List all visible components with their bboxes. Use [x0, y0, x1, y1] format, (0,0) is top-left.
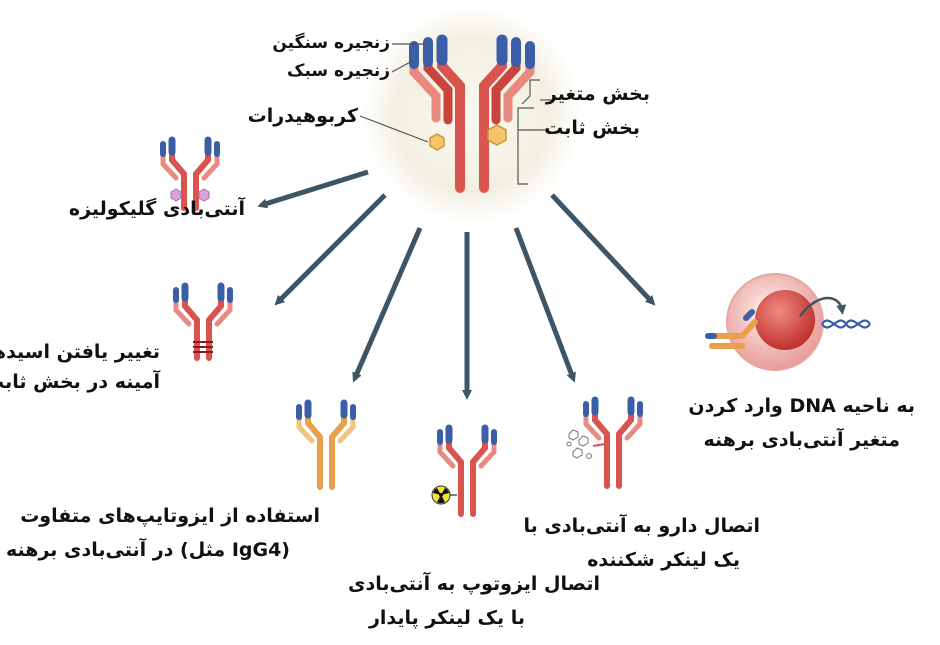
carbohydrate-left — [430, 134, 444, 150]
arrow-glyco — [262, 172, 368, 205]
radiation-icon — [432, 486, 450, 504]
drug-label-line1: اتصال دارو به آنتی‌بادی با — [524, 513, 760, 537]
antibody-drug — [567, 400, 640, 486]
light-chain-label: زنجیره سبک — [287, 61, 390, 81]
isotype-label-line2: در آنتی‌بادی برهنه (مثل IgG4) — [6, 537, 290, 561]
antibody-isotope — [432, 428, 494, 514]
cell-dna — [708, 274, 870, 370]
drug-label-line2: یک لینکر شکننده — [587, 549, 740, 571]
heavy-chain-label: زنجیره سنگین — [272, 32, 390, 53]
isotope-label-line1: اتصال ایزوتوپ به آنتی‌بادی — [348, 571, 600, 595]
carbohydrate-right — [488, 125, 506, 145]
amino-label-line1: تغییر یافتن اسیدهای — [0, 341, 160, 363]
isotope-label-line2: با یک لینکر پایدار — [368, 607, 525, 629]
arrow-amino — [278, 195, 385, 302]
antibody-amino — [176, 286, 230, 358]
arrow-isotype — [355, 228, 420, 378]
dna-label-line2: متغیر آنتی‌بادی برهنه — [703, 427, 900, 451]
constant-region-label: بخش ثابت — [544, 117, 640, 139]
amino-label-line2: آمینه در بخش ثابت — [0, 369, 160, 393]
carbohydrates-label: کربوهیدرات — [248, 105, 359, 127]
arrow-dna — [552, 195, 652, 302]
arrow-drug — [516, 228, 573, 378]
dna-helix-icon — [822, 321, 870, 328]
central-halo — [362, 5, 582, 225]
glyco-label: آنتی‌بادی گلیکولیزه — [69, 196, 246, 220]
antibody-isotype — [299, 403, 353, 487]
isotype-label-line1: استفاده از ایزوتایپ‌های متفاوت — [20, 505, 320, 527]
nucleus-icon — [755, 290, 815, 350]
dna-label-line1: وارد کردن DNA به ناحیه — [688, 395, 915, 417]
drug-molecule-icon — [567, 430, 605, 459]
variable-region-label: بخش متغیر — [545, 83, 650, 105]
